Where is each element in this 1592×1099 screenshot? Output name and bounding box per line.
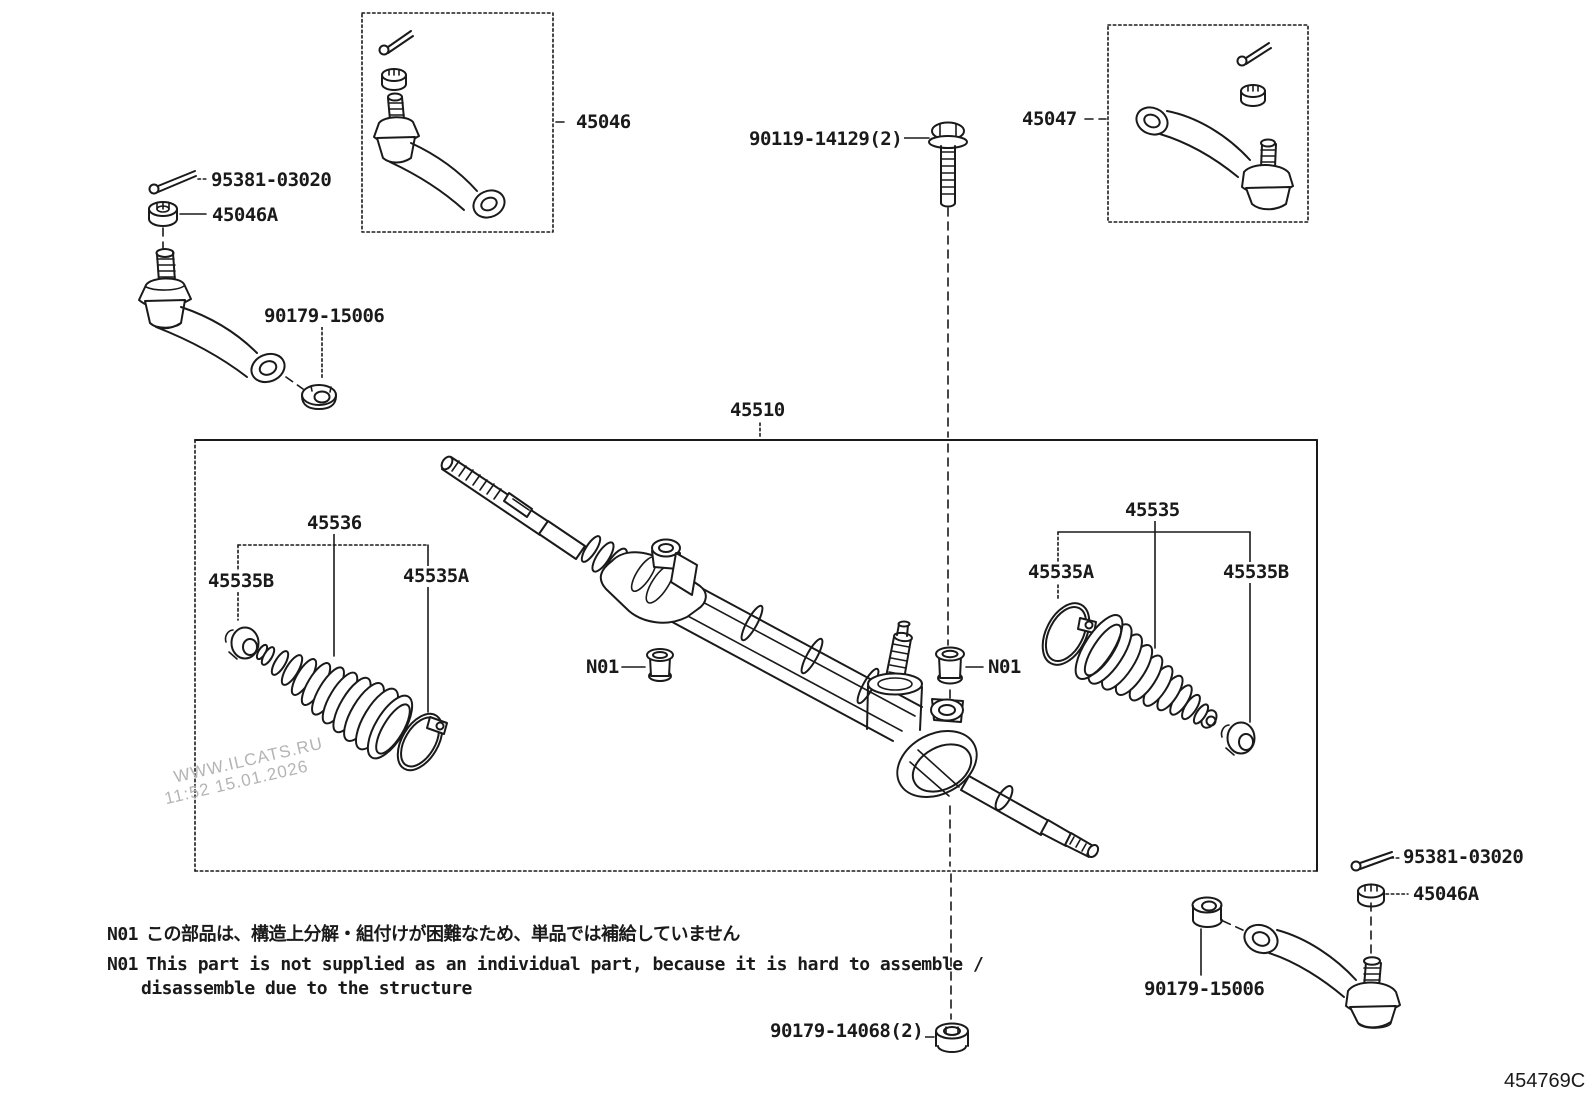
label-clamp-a-right: 45535A bbox=[1026, 561, 1096, 583]
label-pinion-bolt: 90119-14129(2) bbox=[747, 128, 905, 150]
note-en-line1: N01 This part is not supplied as an indiv… bbox=[107, 954, 984, 976]
label-boot-kit-left: 45536 bbox=[305, 512, 364, 534]
note-jp: N01 この部品は、構造上分解・組付けが困難なため、単品では補給していません bbox=[107, 924, 740, 946]
steering-gear-box bbox=[194, 422, 1318, 872]
steering-boot-right bbox=[1074, 614, 1218, 729]
label-cotter-pin-top-left: 95381-03020 bbox=[209, 169, 334, 191]
document-number: 454769C bbox=[1504, 1070, 1586, 1092]
lock-nut-top-left-icon bbox=[301, 326, 337, 410]
note-jp-text: この部品は、構造上分解・組付けが困難なため、単品では補給していません bbox=[146, 924, 740, 945]
rack-and-pinion-drawing bbox=[440, 455, 1100, 859]
castle-nut-top-left-icon bbox=[148, 201, 207, 251]
label-tie-rod-end-left: 45046 bbox=[574, 111, 633, 133]
note-en-text2: disassemble due to the structure bbox=[141, 978, 472, 999]
label-castle-nut-bottom-right: 45046A bbox=[1411, 883, 1481, 905]
boot-clamp-clip-right bbox=[1220, 721, 1256, 756]
n01-grommet-right bbox=[935, 646, 984, 685]
n01-grommet-left bbox=[621, 648, 674, 682]
flange-bolt-icon bbox=[902, 121, 968, 208]
note-jp-tag: N01 bbox=[107, 924, 139, 945]
tie-rod-end-bottom-right-drawing bbox=[1243, 923, 1401, 1029]
label-n01-right: N01 bbox=[986, 656, 1023, 678]
cotter-pin-bottom-right-icon bbox=[1350, 851, 1400, 872]
label-lock-nut-top-left: 90179-15006 bbox=[262, 305, 387, 327]
bolt-centerline bbox=[947, 207, 952, 1020]
label-castle-nut-top-left: 45046A bbox=[210, 204, 280, 226]
lock-nut-bottom-right-icon bbox=[1191, 896, 1246, 976]
note-en-text1: This part is not supplied as an individu… bbox=[146, 954, 984, 975]
steering-boot-left bbox=[255, 643, 414, 760]
label-cotter-pin-bottom-right: 95381-03020 bbox=[1401, 846, 1526, 868]
label-tie-rod-end-right: 45047 bbox=[1020, 108, 1079, 130]
rack-housing-nut-icon bbox=[916, 1022, 969, 1053]
label-n01-left: N01 bbox=[584, 656, 621, 678]
label-clamp-b-left: 45535B bbox=[206, 570, 276, 592]
note-en-tag: N01 bbox=[107, 954, 139, 975]
label-clamp-b-right: 45535B bbox=[1221, 561, 1291, 583]
label-rack-housing-nut: 90179-14068(2) bbox=[768, 1020, 926, 1042]
boot-clamp-clip-left bbox=[224, 626, 260, 660]
label-boot-right: 45535 bbox=[1123, 499, 1182, 521]
cotter-pin-top-left-icon bbox=[148, 170, 207, 195]
label-steering-gear-assembly: 45510 bbox=[728, 399, 787, 421]
label-lock-nut-bottom-right: 90179-15006 bbox=[1142, 978, 1267, 1000]
label-clamp-a-left: 45535A bbox=[401, 565, 471, 587]
tie-rod-end-45047-box bbox=[1084, 24, 1309, 223]
tie-rod-end-top-left-drawing bbox=[138, 248, 304, 390]
note-en-line2: disassemble due to the structure bbox=[141, 978, 472, 1000]
castle-nut-bottom-right-icon bbox=[1357, 883, 1409, 957]
tie-rod-end-45046-box bbox=[361, 12, 571, 233]
boot-screw-clamp-left bbox=[396, 712, 448, 772]
